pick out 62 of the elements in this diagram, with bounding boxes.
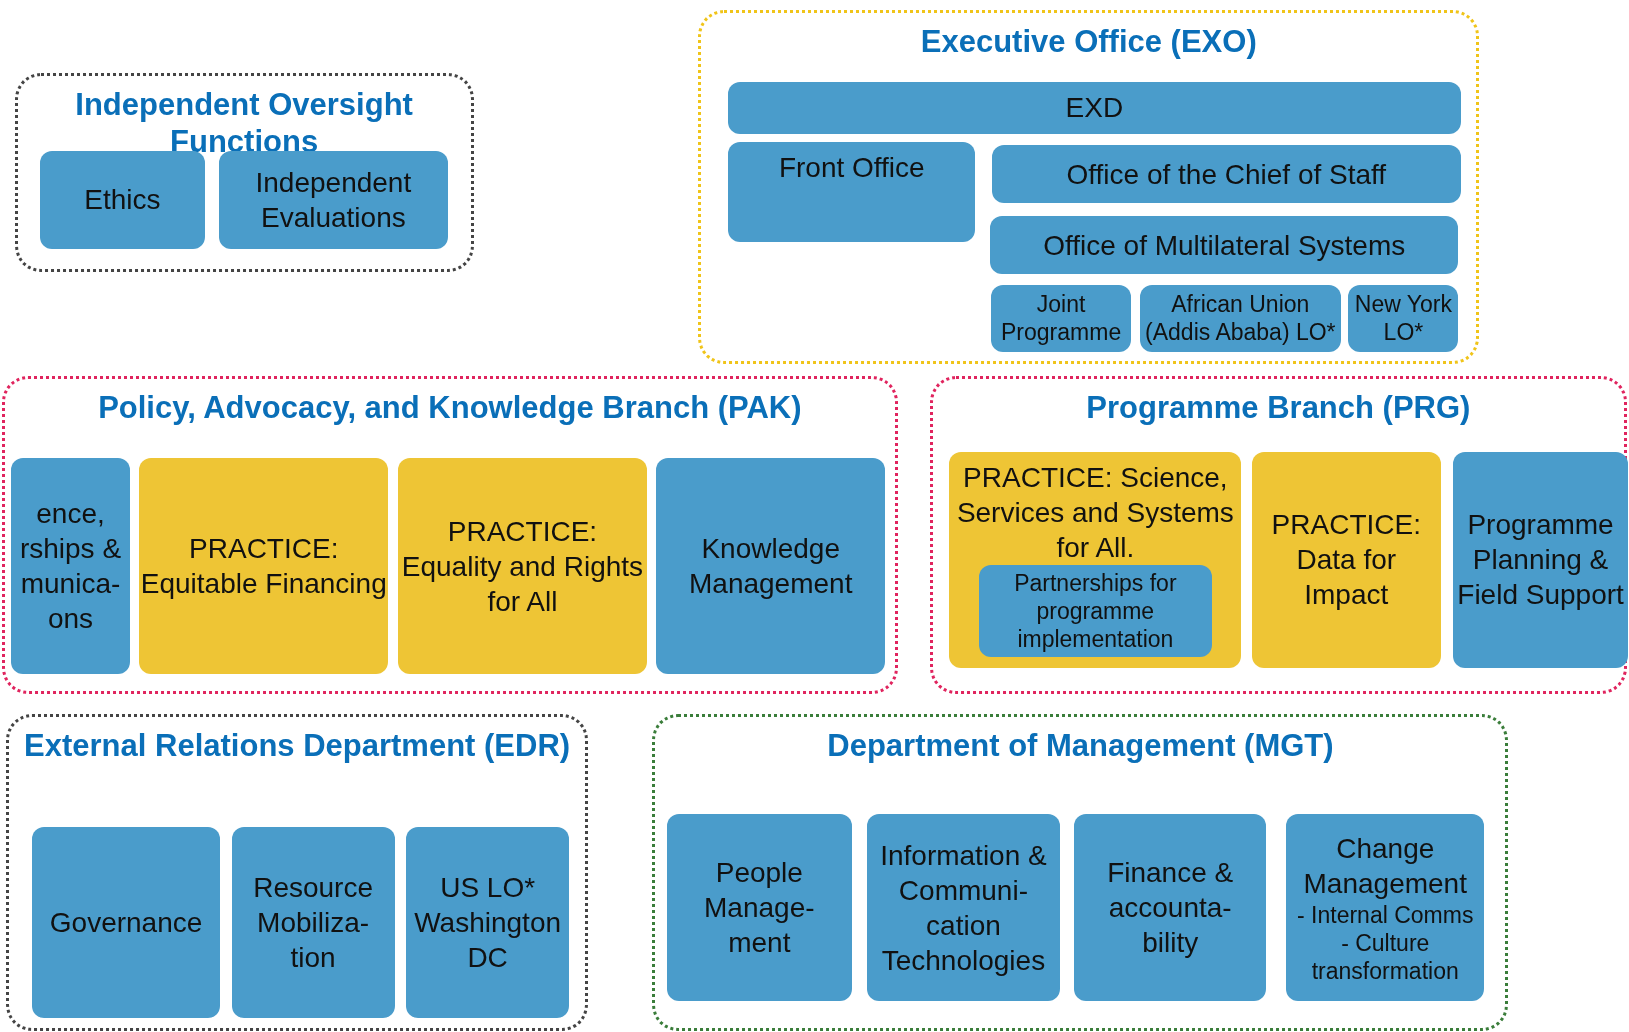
unit-name: New York LO* — [1353, 290, 1453, 347]
unit-name: PRACTICE: Equitable Financing — [139, 532, 388, 602]
unit-box — [11, 458, 130, 675]
unit-box — [666, 814, 852, 1002]
department-frame — [929, 376, 1627, 694]
group-title: Executive Office (EXO) — [919, 23, 1258, 61]
unit-box — [728, 142, 976, 242]
unit-box — [1348, 284, 1459, 353]
unit-name: Office of the Chief of Staff — [1066, 157, 1387, 192]
department-frame — [2, 376, 898, 694]
unit-name: ence, rships & munica- ons — [18, 497, 123, 637]
unit-name: US LO* Washington DC — [413, 870, 563, 975]
practice-box — [397, 458, 648, 675]
unit-box — [1453, 451, 1628, 668]
unit-name: Independent Evaluations — [254, 165, 413, 235]
unit-name: Governance — [49, 905, 203, 940]
department-frame — [698, 10, 1480, 364]
unit-name: PRACTICE: Data for Impact — [1270, 508, 1422, 613]
unit-name: Ethics — [84, 183, 161, 218]
group-title: Independent Oversight Functions — [74, 85, 414, 160]
unit-name: Office of Multilateral Systems — [1043, 228, 1406, 263]
group-title: Policy, Advocacy, and Knowledge Branch (PAK) — [97, 389, 803, 427]
unit-name: Finance & accounta- bility — [1106, 856, 1235, 961]
department-frame — [652, 713, 1509, 1031]
unit-detail: - Culture transformation — [1310, 928, 1460, 985]
unit-name: Front Office — [778, 151, 925, 186]
unit-box — [728, 81, 1461, 134]
unit-box — [992, 145, 1461, 204]
unit-name: Joint Programme — [1000, 290, 1123, 347]
unit-name: PRACTICE: Equality and Rights for All — [400, 514, 645, 619]
unit-name: Knowledge Management — [688, 532, 854, 602]
unit-box — [1286, 814, 1485, 1002]
unit-detail: - Internal Comms — [1297, 900, 1474, 929]
group-title: Programme Branch (PRG) — [1085, 389, 1472, 427]
unit-name: Resource Mobiliza- tion — [252, 870, 374, 975]
practice-box — [949, 451, 1242, 668]
practice-box — [1251, 451, 1441, 668]
unit-box — [991, 284, 1132, 353]
unit-box — [219, 150, 448, 250]
group-title: External Relations Department (EDR) — [23, 726, 572, 764]
group-title: Department of Management (MGT) — [826, 726, 1335, 764]
unit-box — [1074, 814, 1267, 1002]
unit-box — [40, 150, 205, 250]
unit-name: Programme Planning & Field Support — [1456, 508, 1625, 613]
unit-name: EXD — [1065, 91, 1124, 126]
unit-box — [656, 458, 885, 675]
unit-name: Change Management — [1302, 831, 1468, 901]
unit-box — [406, 826, 570, 1018]
unit-box — [1139, 284, 1342, 353]
unit-box — [867, 814, 1060, 1002]
unit-name: African Union (Addis Ababa) LO* — [1144, 290, 1337, 347]
unit-name: People Manage- ment — [703, 856, 816, 961]
unit-box — [989, 215, 1459, 275]
unit-box — [978, 565, 1213, 658]
unit-name: PRACTICE: Science, Services and Systems for All. — [955, 460, 1235, 565]
unit-name: Information & Communi- cation Technologies — [879, 838, 1048, 978]
department-frame — [14, 72, 474, 273]
practice-box — [139, 458, 389, 675]
unit-name: Partnerships for programme implementation — [1013, 569, 1178, 654]
unit-box — [231, 826, 395, 1018]
unit-box — [32, 826, 221, 1018]
department-frame — [6, 713, 588, 1031]
